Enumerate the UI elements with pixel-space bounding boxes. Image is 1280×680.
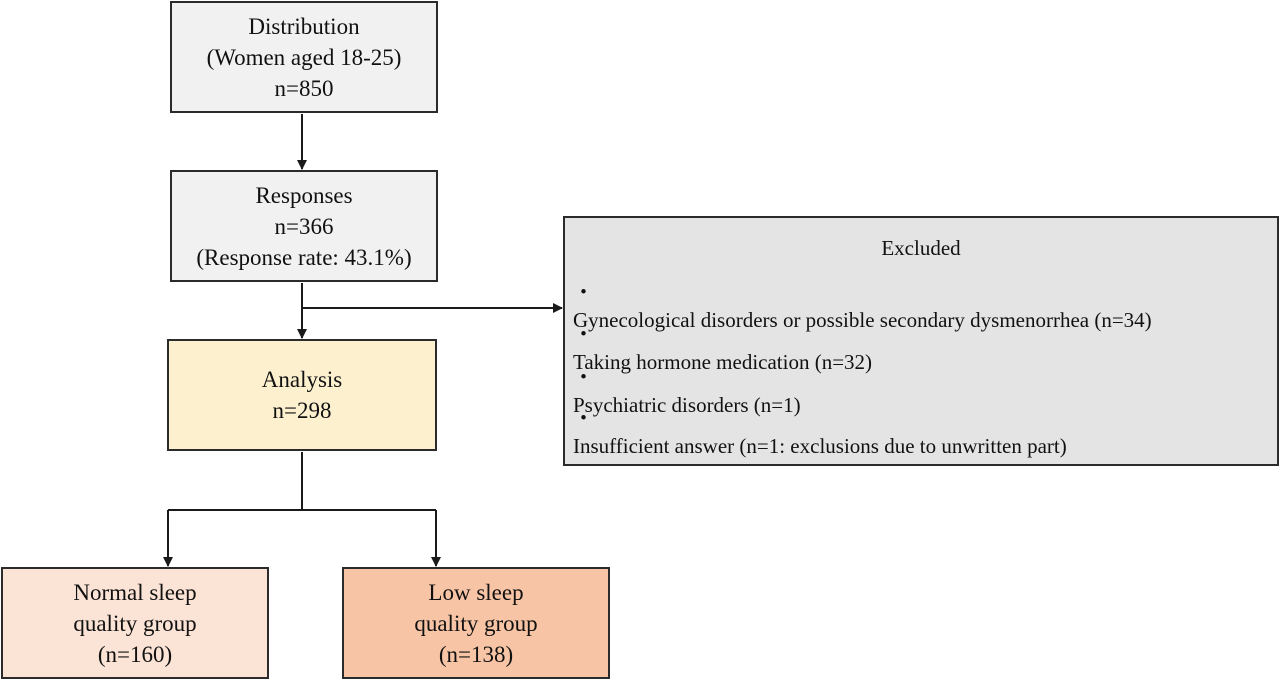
distribution-count: n=850 xyxy=(274,75,334,101)
normal-group-line-1: Normal sleep xyxy=(73,579,197,605)
responses-rate: (Response rate: 43.1%) xyxy=(196,244,412,270)
excluded-item: ・ Insufficient answer (n=1: exclusions du… xyxy=(573,404,1067,460)
excluded-item: ・ Psychiatric disorders (n=1) xyxy=(573,363,801,419)
bullet-mark: ・ xyxy=(573,322,594,346)
distribution-population: (Women aged 18-25) xyxy=(206,44,402,70)
excluded-item-text: Psychiatric disorders (n=1) xyxy=(573,393,801,417)
responses-count: n=366 xyxy=(274,213,334,239)
excluded-item-text: Insufficient answer (n=1: exclusions due… xyxy=(573,434,1067,458)
bullet-mark: ・ xyxy=(573,280,594,304)
analysis-label: Analysis xyxy=(261,367,343,392)
excluded-item: ・ Taking hormone medication (n=32) xyxy=(573,320,872,376)
normal-sleep-group-box: Normal sleep quality group (n=160) xyxy=(1,567,269,679)
responses-label: Responses xyxy=(255,182,353,208)
excluded-item-text: Taking hormone medication (n=32) xyxy=(573,350,873,374)
excluded-item-text: Gynecological disorders or possible seco… xyxy=(573,308,1152,332)
low-group-count: (n=138) xyxy=(438,641,514,667)
low-sleep-group-box: Low sleep quality group (n=138) xyxy=(342,567,610,679)
analysis-count: n=298 xyxy=(272,398,332,423)
excluded-title: Excluded xyxy=(881,236,961,260)
bullet-mark: ・ xyxy=(573,406,594,430)
excluded-box: Excluded ・Gynecological disorders or pos… xyxy=(563,216,1279,466)
low-group-line-2: quality group xyxy=(414,610,538,636)
distribution-box: Distribution (Women aged 18-25) n=850 xyxy=(170,1,438,113)
normal-group-line-2: quality group xyxy=(73,610,197,636)
responses-box: Responses n=366 (Response rate: 43.1%) xyxy=(170,170,438,282)
low-group-line-1: Low sleep xyxy=(428,579,524,605)
excluded-item: ・ Gynecological disorders or possible sec… xyxy=(573,278,1152,334)
distribution-label: Distribution xyxy=(248,13,360,39)
analysis-box: Analysis n=298 xyxy=(167,339,437,451)
bullet-mark: ・ xyxy=(573,365,594,389)
normal-group-count: (n=160) xyxy=(97,641,173,667)
